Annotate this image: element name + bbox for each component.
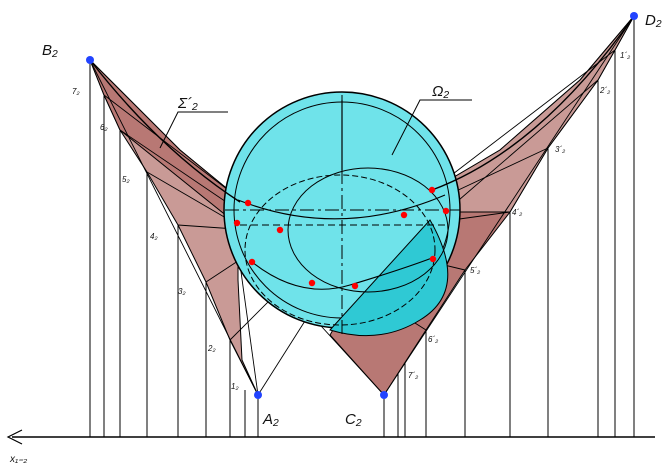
label-axis: x₁₌₂ bbox=[9, 454, 27, 465]
right-number-7: 7´₂ bbox=[408, 371, 418, 380]
vertex-points bbox=[86, 12, 638, 399]
right-number-1: 1´₂ bbox=[620, 51, 630, 60]
right-number-2: 2´₂ bbox=[599, 86, 610, 95]
left-projection-lines bbox=[89, 60, 259, 437]
right-number-6: 6´₂ bbox=[428, 335, 438, 344]
label-B: B₂ bbox=[42, 42, 58, 59]
right-projection-lines bbox=[383, 16, 635, 437]
label-sigma: Σ´₂ bbox=[177, 95, 198, 112]
left-number-1: 1₂ bbox=[231, 382, 239, 391]
sphere bbox=[223, 91, 461, 337]
right-number-3: 3´₂ bbox=[555, 145, 565, 154]
surface-edges bbox=[89, 15, 635, 203]
label-leaders bbox=[159, 99, 472, 156]
label-omega: Ω₂ bbox=[432, 83, 449, 100]
intersection-points bbox=[233, 186, 450, 290]
left-number-2: 2₂ bbox=[207, 344, 216, 353]
left-number-7: 7₂ bbox=[72, 87, 80, 96]
label-C: C₂ bbox=[345, 411, 362, 428]
left-number-5: 5₂ bbox=[122, 175, 130, 184]
left-number-4: 4₂ bbox=[150, 232, 158, 241]
label-D: D₂ bbox=[645, 12, 662, 29]
left-number-3: 3₂ bbox=[178, 287, 186, 296]
left-number-6: 6₂ bbox=[100, 123, 108, 132]
axis-arrow-icon bbox=[6, 429, 23, 445]
label-A: A₂ bbox=[262, 411, 279, 428]
right-number-5: 5´₂ bbox=[470, 266, 480, 275]
right-number-4: 4´₂ bbox=[512, 208, 522, 217]
